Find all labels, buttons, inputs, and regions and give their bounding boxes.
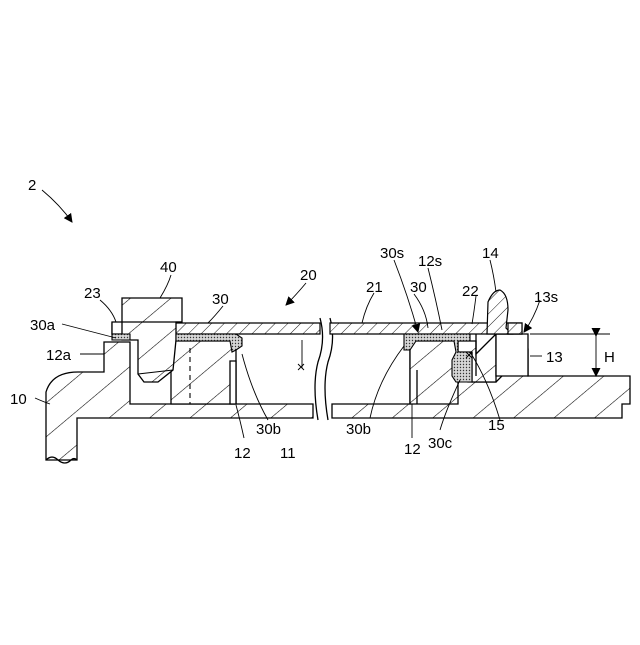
label-14: 14 [482, 245, 499, 262]
label-12-left: 12 [234, 445, 251, 462]
label-30b-right: 30b [346, 421, 371, 438]
rib-12-right [410, 341, 458, 404]
label-21: 21 [366, 279, 383, 296]
label-12a: 12a [46, 347, 72, 364]
label-30b-left: 30b [256, 421, 281, 438]
dimension-h [530, 334, 610, 376]
label-15: 15 [488, 417, 505, 434]
wall-13 [496, 334, 528, 376]
label-30a: 30a [30, 317, 56, 334]
bolt-40 [122, 298, 182, 382]
label-20: 20 [300, 267, 317, 284]
label-13: 13 [546, 349, 563, 366]
rib-12-left [171, 341, 236, 404]
label-23: 23 [84, 285, 101, 302]
label-h: H [604, 349, 615, 366]
label-30-left: 30 [212, 291, 229, 308]
label-10: 10 [10, 391, 27, 408]
reference-labels: 2 40 23 30a 12a 10 30 20 21 30b 12 11 30… [10, 177, 615, 462]
label-13s: 13s [534, 289, 558, 306]
label-30s: 30s [380, 245, 404, 262]
label-30c: 30c [428, 435, 453, 452]
flange-22 [508, 323, 522, 334]
label-40: 40 [160, 259, 177, 276]
label-11: 11 [280, 445, 296, 462]
label-2: 2 [28, 177, 36, 194]
label-22: 22 [462, 283, 479, 300]
label-30-right: 30 [410, 279, 427, 296]
housing-10 [46, 342, 630, 463]
label-12-right: 12 [404, 441, 421, 458]
label-12s: 12s [418, 253, 442, 270]
